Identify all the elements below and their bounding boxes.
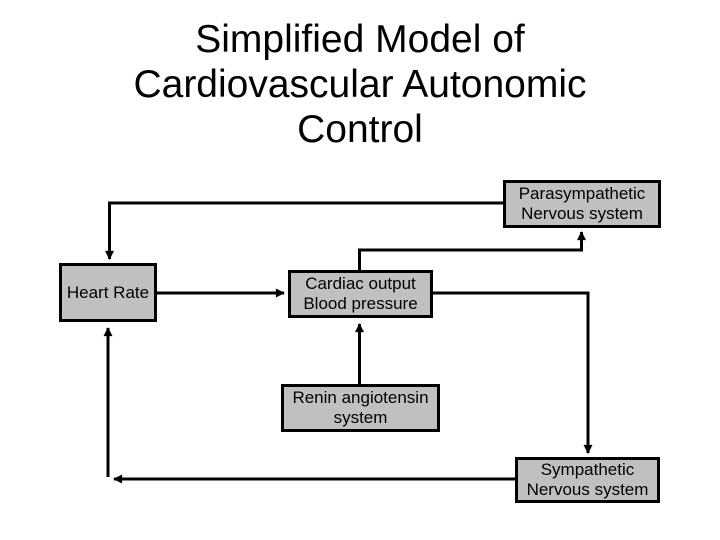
node-heart-rate: Heart Rate xyxy=(59,263,157,322)
slide-title: Simplified Model of Cardiovascular Auton… xyxy=(133,18,587,151)
node-cardiac-output-blood-pressure: Cardiac output Blood pressure xyxy=(288,270,433,318)
edge-cardiac-output-to-sympathetic xyxy=(433,291,593,454)
node-sympathetic-nervous-system: Sympathetic Nervous system xyxy=(515,457,660,503)
node-renin-angiotensin-system: Renin angiotensin system xyxy=(281,384,440,432)
node-parasympathetic-nervous-system: Parasympathetic Nervous system xyxy=(503,180,661,228)
edge-cardiac-output-to-parasympathetic xyxy=(358,231,586,270)
edge-parasympathetic-to-heart-rate xyxy=(105,201,503,260)
